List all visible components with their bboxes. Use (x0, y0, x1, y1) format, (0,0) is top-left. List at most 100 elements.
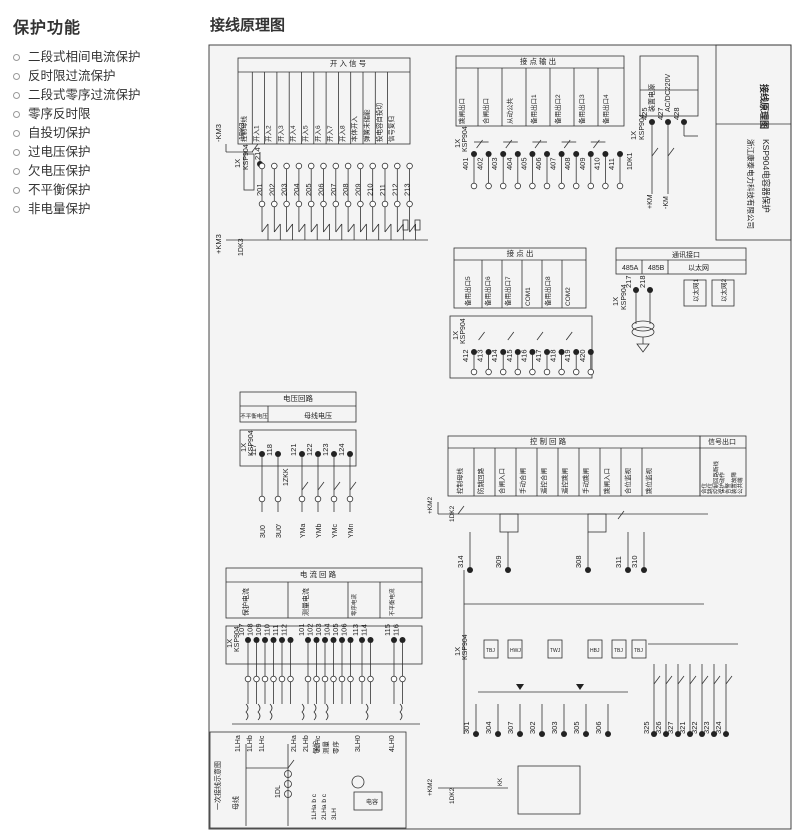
vertical-label: 1LHb (247, 735, 254, 752)
terminal-dot-icon (573, 349, 580, 355)
voltage-header-box (239, 391, 357, 423)
contact-header: 接 点 输 出 (520, 56, 556, 66)
terminal-dot-icon (587, 151, 594, 157)
terminal-dot-icon (649, 119, 655, 125)
contact2-header: 接 点 出 (507, 248, 534, 258)
terminal-ring-icon (274, 495, 282, 503)
terminal-1x-label: 1X (233, 159, 242, 168)
terminal-ring-icon (314, 495, 322, 503)
input-switch-icon (384, 223, 392, 233)
terminal-ring-icon (514, 182, 521, 190)
protection-function-item: 二段式相间电流保护 (13, 48, 193, 67)
terminal-ring-icon (485, 368, 492, 376)
terminal-dot-icon (315, 451, 321, 457)
input-switch-icon (372, 223, 380, 233)
terminal-ring-icon (283, 162, 290, 170)
breaker-icon (287, 759, 295, 769)
terminal-dot-icon (561, 731, 567, 737)
contact2-header-box (453, 247, 587, 309)
terminal-dot-icon (330, 637, 337, 643)
terminal-ring-icon (307, 200, 315, 208)
terminal-dot-icon (665, 119, 671, 125)
terminal-dot-icon (500, 151, 507, 157)
voltage-col1: 不平衡电压 (240, 412, 268, 420)
resistor-icon (402, 219, 409, 231)
circle-bullet-icon (13, 130, 20, 137)
protection-function-label: 二段式零序过流保护 (28, 88, 141, 102)
relay-coil-label: HWJ (510, 648, 521, 654)
diagram-title: 接线原理图 (210, 17, 286, 34)
terminal-ring-icon (307, 162, 315, 170)
terminal-number: 420 (578, 349, 587, 362)
cap-symbol-icon (351, 775, 365, 789)
circle-bullet-icon (13, 187, 20, 194)
terminal-number: 111 (271, 625, 280, 636)
vertical-label: 合位 (700, 482, 708, 494)
terminal-dot-icon (681, 119, 687, 125)
ct-coil-icon (399, 703, 403, 721)
vertical-label: 控制回路断线 (712, 460, 720, 494)
vertical-label: 2LHa (291, 735, 298, 752)
terminal-ring-icon (332, 162, 339, 170)
terminal-number: 413 (476, 349, 485, 362)
terminal-number: 116 (392, 624, 401, 636)
terminal-1x-label: 1X (225, 639, 234, 648)
vertical-label: 测量 (322, 741, 330, 755)
circle-bullet-icon (13, 73, 20, 80)
terminal-ring-icon (529, 368, 536, 376)
vertical-label: 保护动作 (718, 471, 726, 494)
terminal-number: 218 (638, 275, 647, 288)
zkk-switch-icon (301, 481, 309, 491)
dk2-switch-icon (457, 505, 465, 515)
terminal-dev-label: KSP904 (460, 318, 467, 344)
terminal-ring-icon (485, 182, 492, 190)
vertical-label: 跳闸入口 (602, 468, 611, 494)
voltage-col2: 母线电压 (304, 411, 332, 420)
comm-ethernet: 以太网 (688, 263, 709, 272)
terminal-number: 124 (337, 443, 346, 456)
input-switch-icon (360, 223, 367, 233)
km2-bottom-label: +KM2 (427, 778, 434, 796)
terminal-dot-icon (259, 451, 265, 457)
protection-functions-list: 二段式相间电流保护反时限过流保护二段式零序过流保护零序反时限自投切保护过电压保护… (13, 48, 193, 219)
vertical-label: 投电容自投切 (374, 103, 383, 143)
terminal-dot-icon (500, 349, 507, 355)
cap-label: 电容 (366, 798, 378, 806)
terminal-dot-icon (347, 637, 354, 643)
protection-function-item: 非电量保护 (13, 200, 193, 219)
vertical-label: 4LH0 (389, 735, 396, 752)
vertical-label: 3LH0 (355, 735, 362, 752)
vertical-label: 装置故障 (730, 471, 738, 494)
terminal-dot-icon (339, 637, 345, 643)
terminal-ring-icon (543, 182, 551, 190)
terminal-ring-icon (278, 675, 286, 683)
terminal-number: 305 (572, 721, 581, 734)
terminal-ring-icon (399, 675, 406, 683)
terminal-number: 117 (249, 444, 258, 456)
terminal-dot-icon (529, 151, 536, 157)
terminal-number: 410 (592, 157, 601, 170)
terminal-number: 409 (578, 157, 587, 170)
terminal-dot-icon (485, 151, 492, 157)
relay-coil-label: TWJ (550, 648, 561, 654)
terminal-dot-icon (539, 731, 545, 737)
relay-contact-icon (478, 331, 485, 341)
vertical-label: 保护电流 (241, 588, 250, 616)
circle-bullet-icon (13, 206, 20, 213)
terminal-dot-icon (517, 731, 523, 737)
current-terminal-box (225, 625, 423, 665)
terminal-ring-icon (381, 162, 389, 170)
dk3-label: 1DK3 (239, 122, 246, 140)
terminal-number: 403 (490, 157, 499, 170)
vertical-label: 备用出口4 (601, 94, 610, 124)
vertical-label: 以太网1 (691, 279, 700, 303)
protection-function-label: 反时限过流保护 (28, 69, 116, 83)
side-title: KSP904电容器保护 (761, 139, 771, 213)
terminal-number: 325 (642, 721, 651, 734)
terminal-number: 214 (253, 147, 262, 160)
input-switch-icon (323, 223, 330, 233)
terminal-ring-icon (271, 162, 278, 170)
terminal-1x-label: 1X (453, 139, 462, 148)
terminal-ring-icon (470, 368, 478, 376)
terminal-dot-icon (651, 731, 657, 737)
